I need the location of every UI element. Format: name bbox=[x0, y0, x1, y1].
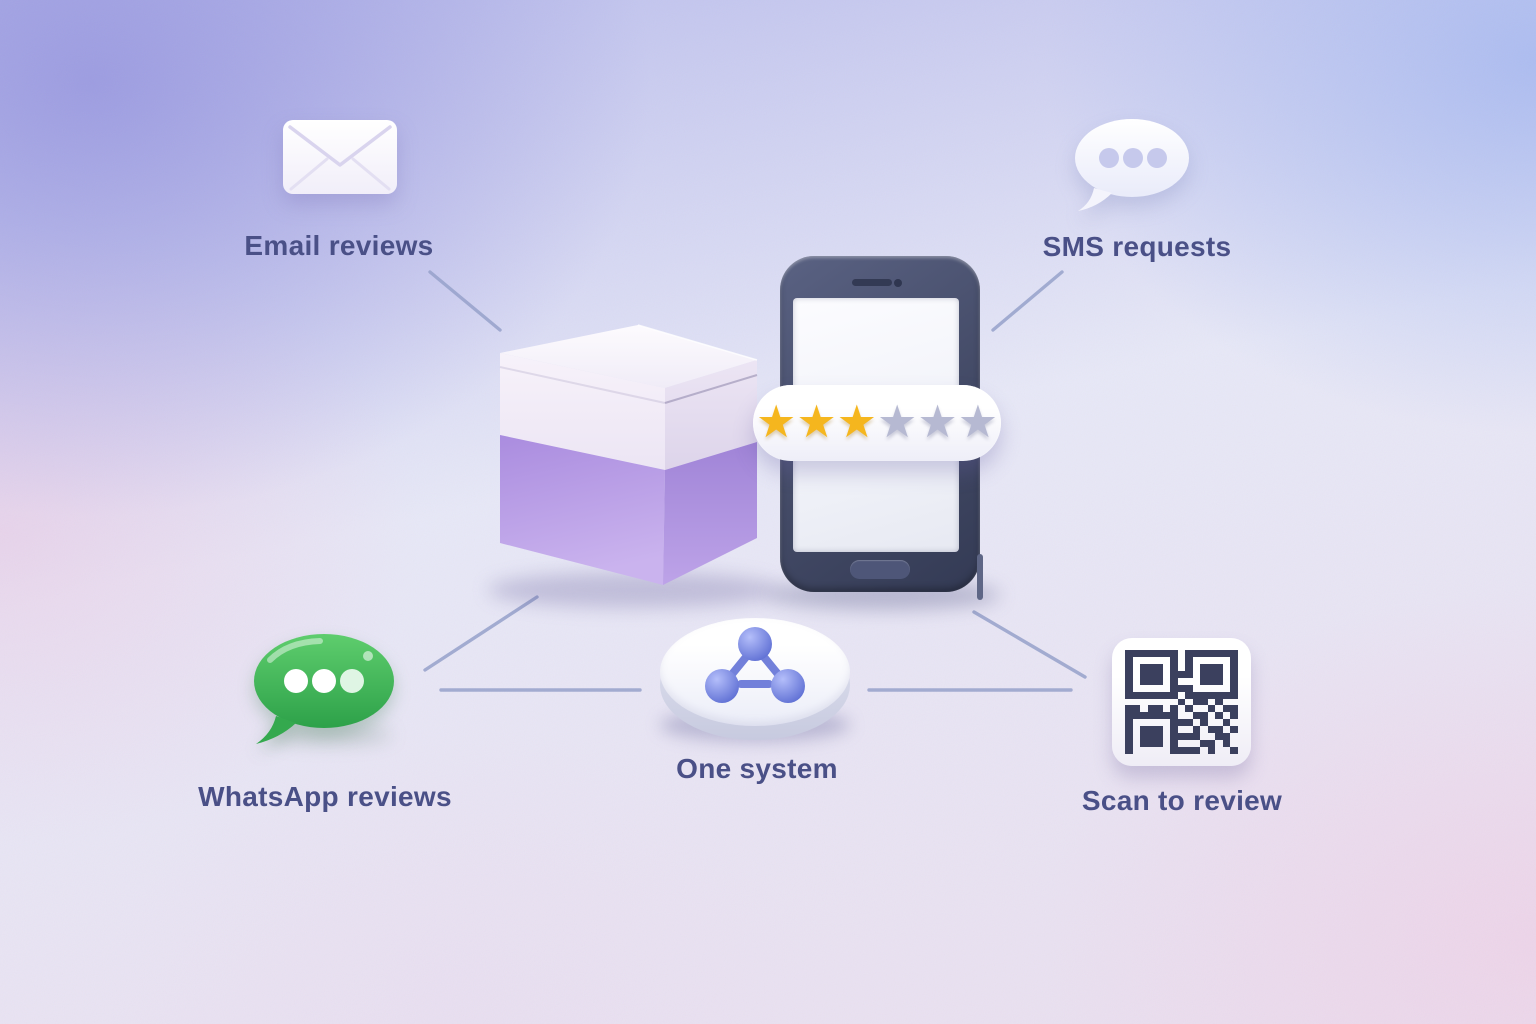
envelope-icon bbox=[283, 120, 397, 194]
sms-requests-label: SMS requests bbox=[1042, 231, 1232, 262]
star-filled-icon: ★ bbox=[796, 395, 837, 447]
phone-side-button bbox=[977, 554, 983, 600]
scan-to-review-label: Scan to review bbox=[1081, 785, 1283, 816]
star-filled-icon: ★ bbox=[755, 395, 797, 447]
one-system-disc bbox=[658, 618, 853, 748]
star-empty-icon: ★ bbox=[917, 395, 958, 447]
whatsapp-reviews-label: WhatsApp reviews bbox=[198, 781, 452, 812]
star-empty-icon: ★ bbox=[957, 395, 999, 447]
star-rating-pill: ★★★★★★ bbox=[753, 385, 1001, 461]
phone-speaker bbox=[852, 279, 892, 286]
one-system-label: One system bbox=[676, 753, 838, 784]
star-filled-icon: ★ bbox=[836, 395, 877, 447]
phone-camera-dot bbox=[894, 279, 902, 287]
email-reviews-label: Email reviews bbox=[244, 230, 434, 261]
connector-sms-phone bbox=[991, 270, 1064, 332]
qr-code-grid bbox=[1125, 650, 1238, 754]
purple-gift-box-3d-icon bbox=[499, 324, 758, 585]
star-rating: ★★★★★★ bbox=[755, 395, 999, 447]
star-empty-icon: ★ bbox=[877, 395, 918, 447]
connector-phone-qr bbox=[972, 610, 1087, 679]
sms-bubble-icon bbox=[1075, 119, 1189, 211]
phone-home-button bbox=[850, 560, 910, 579]
whatsapp-bubble-icon bbox=[254, 634, 394, 744]
molecule-icon bbox=[705, 627, 805, 703]
qr-code-icon bbox=[1112, 638, 1251, 766]
